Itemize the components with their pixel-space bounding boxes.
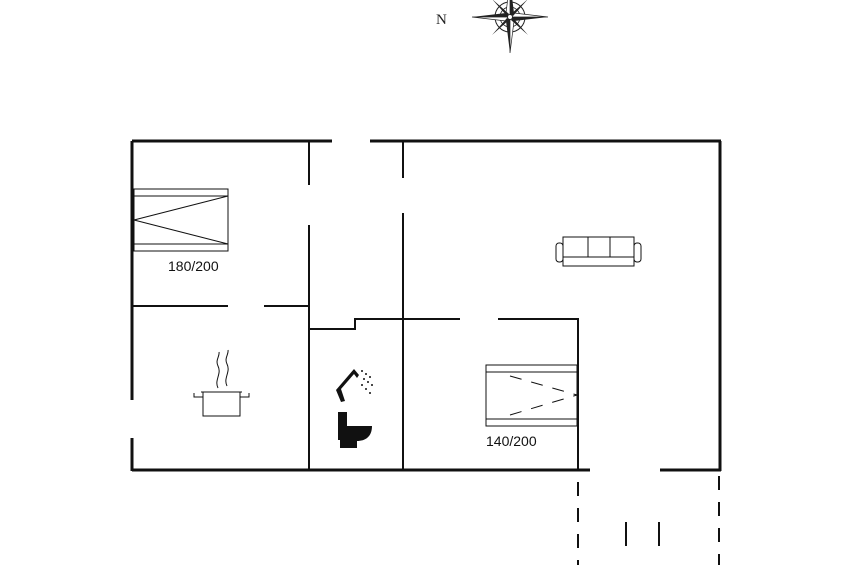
- outer-walls: [130, 139, 722, 472]
- compass: N: [436, 0, 549, 54]
- double-bed-icon-2: [485, 364, 578, 427]
- bed-size-label-2: 140/200: [486, 433, 537, 449]
- cooking-pot-icon: [193, 349, 250, 417]
- double-bed-icon: [133, 188, 229, 252]
- north-label: N: [436, 12, 447, 28]
- interior-walls: [132, 141, 579, 470]
- bed-size-label: 180/200: [168, 258, 219, 274]
- sofa-icon: [555, 236, 642, 267]
- terrace-outline: [577, 476, 720, 565]
- toilet-icon: [338, 412, 372, 448]
- shower-icon: [336, 369, 373, 402]
- compass-rose-icon: [471, 0, 549, 54]
